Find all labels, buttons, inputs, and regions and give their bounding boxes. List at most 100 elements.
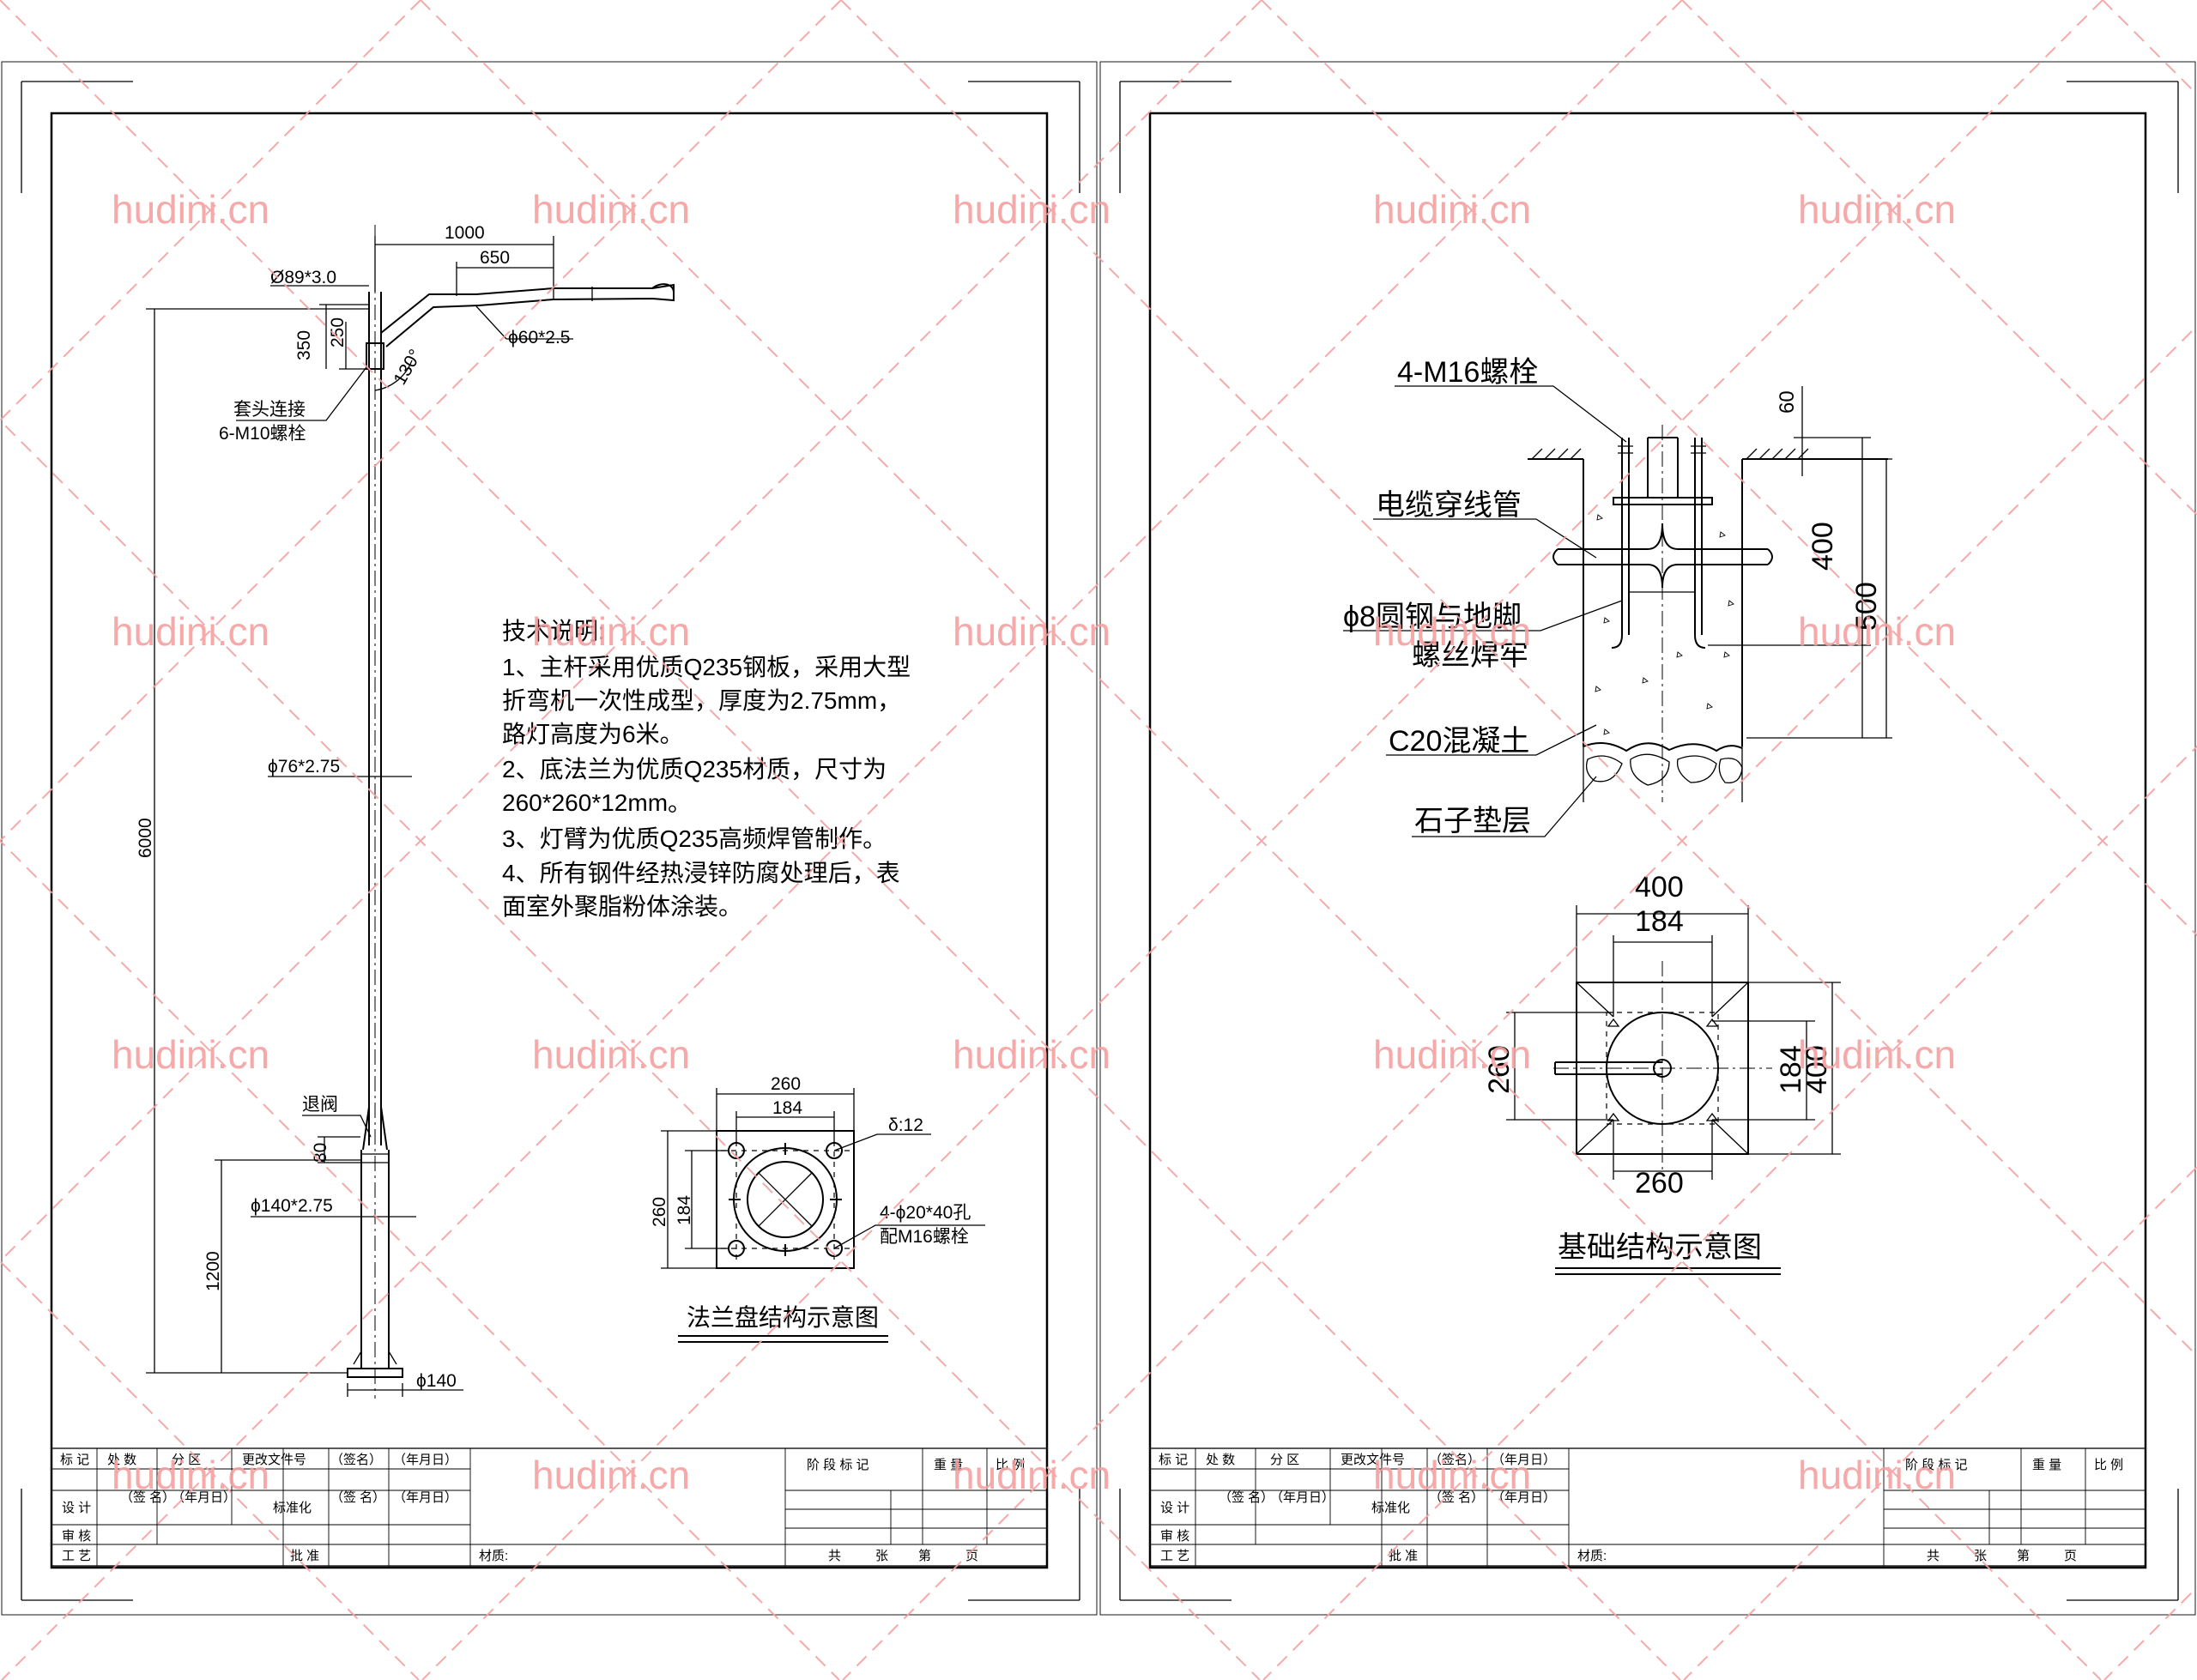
watermark-text: hudini.cn: [1373, 187, 1531, 232]
fdn-label-gravel: 石子垫层: [1414, 805, 1531, 837]
tb-sign: （签名）: [1429, 1453, 1480, 1467]
watermark-text: hudini.cn: [112, 187, 269, 232]
label-top-tube: Ø89*3.0: [270, 268, 336, 287]
notes-line: 1、主杆采用优质Q235钢板，采用大型: [502, 654, 911, 680]
plan-dim-400-top: 400: [1635, 871, 1684, 903]
tb-stage: 阶 段 标 记: [807, 1458, 869, 1472]
watermark-text: hudini.cn: [1798, 187, 1956, 232]
fdn-dim-500: 500: [1850, 582, 1883, 631]
flange-holes-1: 4-ϕ20*40孔: [880, 1203, 971, 1223]
tb-total: 共: [1927, 1549, 1940, 1563]
dim-height-total: 6000: [136, 818, 155, 858]
tb-material: 材质:: [1577, 1549, 1607, 1563]
watermark-line: [0, 1260, 420, 1680]
foundation-section: 60 400 500 4-M16螺栓 电缆穿线管 ϕ8圆钢与地脚 螺丝焊牢 C2…: [1343, 356, 1892, 837]
title-block-left: 标 记 处 数 分 区 更改文件号 （签名） （年月日） 设 计 （签 名） （…: [51, 1447, 1048, 1567]
tb-mark: 标 记: [60, 1453, 89, 1467]
plan-dim-260-left: 260: [1483, 1045, 1516, 1094]
watermark-line: [0, 419, 1261, 1680]
dim-1200: 1200: [203, 1251, 223, 1291]
flange-dim-184-top: 184: [772, 1098, 802, 1118]
tb-material: 材质:: [479, 1549, 508, 1563]
flange-thickness: δ:12: [888, 1115, 923, 1135]
tb-stage: 阶 段 标 记: [1905, 1458, 1968, 1472]
fdn-dim-400: 400: [1807, 522, 1839, 571]
watermark-line: [0, 0, 1681, 1680]
watermark-line: [2103, 1586, 2197, 1680]
fdn-label-bolts: 4-M16螺栓: [1397, 356, 1538, 389]
watermark-text: hudini.cn: [1798, 609, 1956, 654]
tb-sheet: 第: [2017, 1548, 2030, 1563]
watermark-text: hudini.cn: [1373, 609, 1531, 654]
notes-line: 面室外聚脂粉体涂装。: [502, 893, 742, 920]
flange-dim-260-top: 260: [771, 1074, 801, 1094]
tb-craft: 工 艺: [1160, 1549, 1189, 1563]
tb-total-unit: 张: [1974, 1549, 1987, 1563]
watermark-line: [1262, 745, 2197, 1680]
tb-date: （年月日）: [393, 1453, 457, 1467]
watermark-line: [1261, 0, 2197, 937]
plan-dim-400-right: 400: [1801, 1045, 1833, 1094]
dim-350: 350: [294, 330, 314, 360]
label-mid-tube: ϕ76*2.75: [268, 757, 340, 777]
tb-standard: 标准化: [273, 1501, 312, 1515]
tb-sign2: （签 名）: [120, 1490, 175, 1505]
tb-change-doc: 更改文件号: [242, 1453, 306, 1467]
flange-dim-260-side: 260: [650, 1197, 669, 1227]
tb-total-unit: 张: [875, 1549, 888, 1563]
plan-dim-260-bottom: 260: [1635, 1167, 1684, 1200]
watermark-text: hudini.cn: [1798, 1453, 1956, 1497]
tb-review: 审 核: [62, 1529, 91, 1544]
tb-date3: （年月日）: [393, 1490, 457, 1505]
tb-sign2: （签 名）: [1219, 1490, 1274, 1505]
tb-weight: 重 量: [2032, 1458, 2061, 1472]
watermark-line: [840, 0, 2197, 1357]
plan-dim-184-top: 184: [1635, 905, 1684, 938]
watermark-text: hudini.cn: [953, 1032, 1111, 1077]
watermark-line: [0, 0, 842, 843]
fdn-label-rebar-1: ϕ8圆钢与地脚: [1343, 601, 1522, 633]
notes-line: 2、底法兰为优质Q235材质，尺寸为: [502, 756, 887, 783]
tb-date2: （年月日）: [1270, 1490, 1335, 1505]
watermark-line: [2102, 0, 2197, 96]
watermark-line: [0, 0, 1262, 1263]
watermark-text: hudini.cn: [112, 1032, 269, 1077]
tb-sign: （签名）: [330, 1453, 382, 1467]
label-arm-tube: ϕ60*2.5: [508, 328, 571, 347]
label-bottom-tube: ϕ140*2.75: [251, 1196, 333, 1216]
tb-review: 审 核: [1160, 1529, 1189, 1544]
plan-dim-184-right: 184: [1775, 1045, 1807, 1094]
watermark-text: hudini.cn: [112, 609, 269, 654]
watermark-line: [421, 0, 2103, 1680]
watermark-line: [1681, 0, 2197, 517]
fdn-label-rebar-2: 螺丝焊牢: [1412, 639, 1528, 672]
watermark-text: hudini.cn: [1798, 1032, 1956, 1077]
tb-scale: 比 例: [2094, 1458, 2123, 1472]
flange-detail: 260 184 260 184 δ:12 4-ϕ20*40孔 配M16螺栓 法兰…: [650, 1074, 985, 1343]
tb-standard: 标准化: [1371, 1501, 1410, 1515]
tb-date2: （年月日）: [172, 1490, 236, 1505]
notes-line: 3、灯臂为优质Q235高频焊管制作。: [502, 825, 887, 852]
label-sleeve-1: 套头连接: [233, 400, 306, 420]
tb-total: 共: [828, 1549, 841, 1563]
label-arm-angle: 130°: [390, 346, 426, 388]
tb-scale: 比 例: [996, 1458, 1025, 1472]
dim-arm-total: 1000: [445, 223, 485, 243]
tb-change-doc: 更改文件号: [1341, 1453, 1405, 1467]
title-block-right: 标 记 处 数 分 区 更改文件号 （签名） （年月日） 设 计 （签 名） （…: [1149, 1447, 2146, 1567]
fdn-label-cable: 电缆穿线管: [1376, 489, 1522, 522]
tb-design: 设 计: [62, 1501, 91, 1515]
watermark-text: hudini.cn: [532, 609, 690, 654]
tb-sheet-unit: 页: [2064, 1549, 2077, 1563]
notes-title: 技术说明:: [502, 618, 605, 644]
watermark-text: hudini.cn: [112, 1453, 269, 1497]
fdn-dim-60: 60: [1776, 390, 1799, 414]
watermark-text: hudini.cn: [1373, 1032, 1531, 1077]
watermark-text: hudini.cn: [532, 1453, 690, 1497]
tb-date: （年月日）: [1492, 1453, 1556, 1467]
tb-sheet-unit: 页: [965, 1549, 978, 1563]
tb-date3: （年月日）: [1492, 1490, 1556, 1505]
label-reducer: 退阀: [302, 1095, 338, 1115]
